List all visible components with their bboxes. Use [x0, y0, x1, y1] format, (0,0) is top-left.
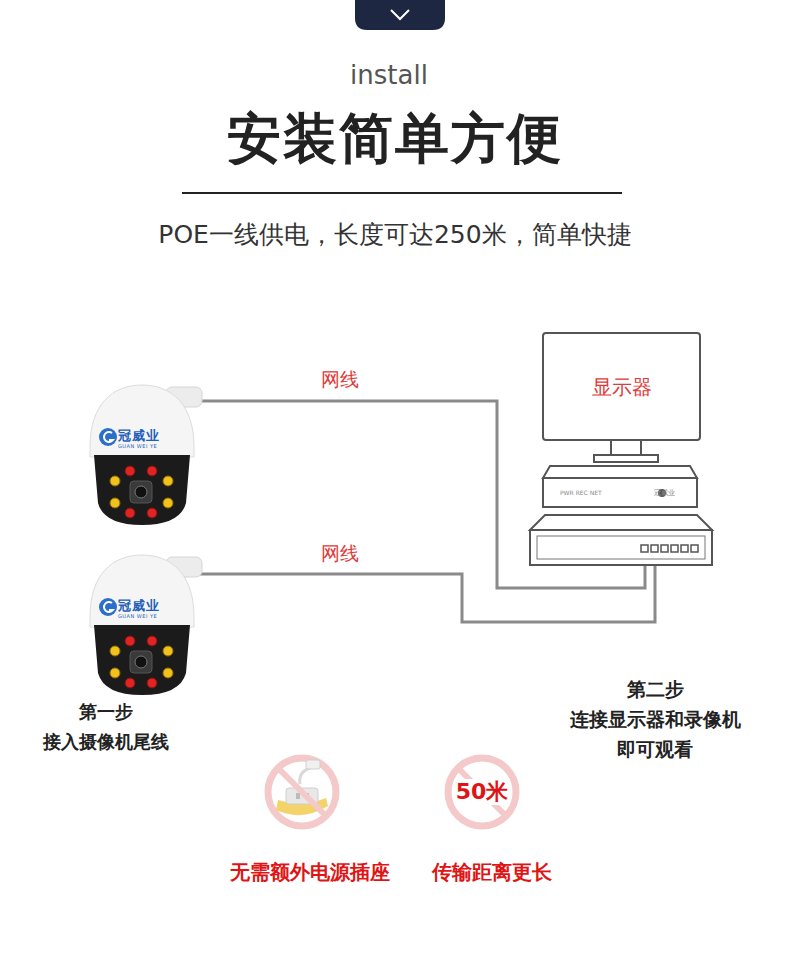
badge-text: 50米 [454, 779, 511, 805]
subtitle: POE一线供电，长度可达250米，简单快捷 [85, 217, 705, 253]
cable-label: 网线 [300, 540, 380, 566]
monitor-screen: 显示器 [552, 343, 691, 431]
brand-pinyin: GUAN WEI YE [118, 443, 157, 449]
cable-label: 网线 [300, 366, 380, 392]
page-title: 安装简单方便 [0, 106, 790, 172]
section-tag: install [239, 58, 539, 92]
camera-logo: 冠威业GUAN WEI YE [118, 597, 184, 619]
camera-logo: 冠威业GUAN WEI YE [118, 427, 184, 449]
distance-badge: 50米 [452, 774, 512, 810]
feature-caption: 无需额外电源插座 [210, 858, 410, 886]
recorder-panel: PWR REC NET 冠威业 [560, 486, 692, 500]
feature-caption: 传输距离更长 [412, 858, 572, 886]
indicator-text: PWR REC NET [560, 488, 602, 498]
screen-label: 显示器 [592, 374, 652, 400]
step-note: 第一步 接入摄像机尾线 [31, 697, 181, 757]
brand-name: 冠威业 [118, 428, 160, 443]
brand-name: 冠威业 [118, 598, 160, 613]
brand-pinyin: GUAN WEI YE [118, 613, 157, 619]
brand-name: 冠威业 [654, 488, 675, 498]
step-note: 第二步 连接显示器和录像机 即可观看 [555, 674, 755, 764]
